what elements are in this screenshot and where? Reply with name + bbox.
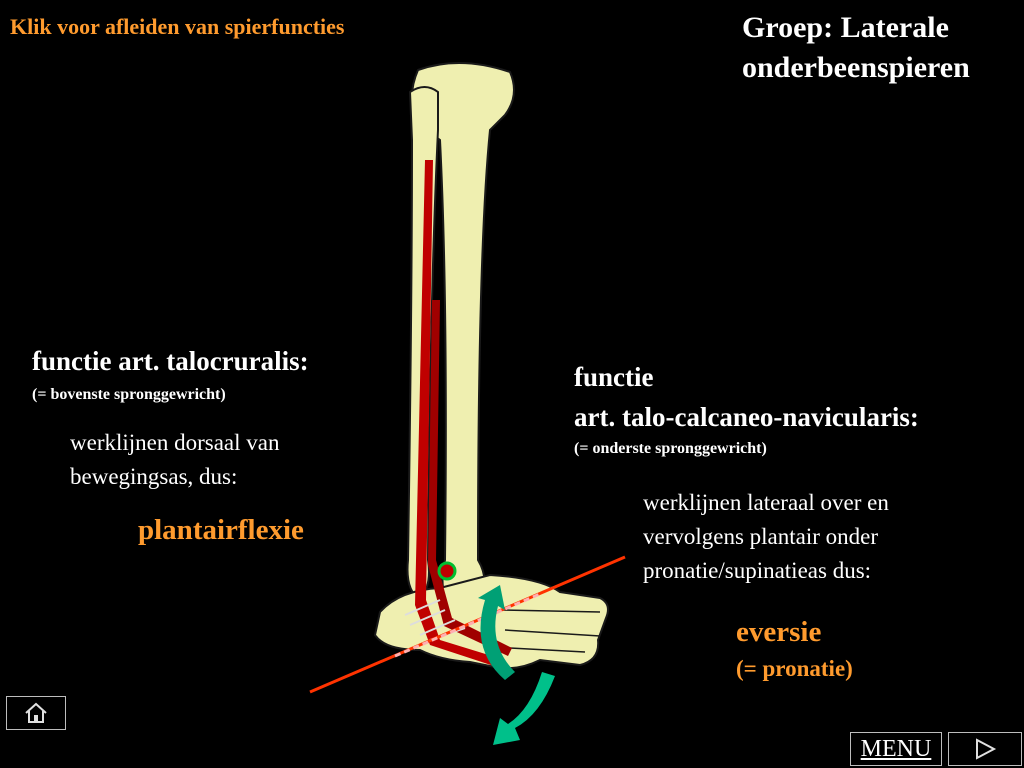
menu-button[interactable]: MENU	[850, 732, 942, 766]
home-icon	[23, 701, 49, 725]
subtalar-result-note: (= pronatie)	[736, 656, 853, 682]
talocrural-explanation: werklijnen dorsaal van bewegingsas, dus:	[70, 426, 360, 494]
subtalar-explanation: werklijnen lateraal over en vervolgens p…	[643, 486, 973, 588]
talocrural-axis-marker	[439, 563, 455, 579]
derive-muscle-functions-link[interactable]: Klik voor afleiden van spierfuncties	[10, 14, 345, 40]
subtalar-function-heading-line2: art. talo-calcaneo-navicularis:	[574, 402, 919, 433]
subtalar-subheading: (= onderste spronggewricht)	[574, 440, 767, 458]
group-title: Groep: Laterale onderbeenspieren	[742, 8, 1022, 88]
next-slide-button[interactable]	[948, 732, 1022, 766]
talocrural-subheading: (= bovenste spronggewricht)	[32, 386, 226, 404]
subtalar-function-heading-line1: functie	[574, 362, 653, 393]
home-button[interactable]	[6, 696, 66, 730]
talocrural-result: plantairflexie	[138, 514, 304, 547]
talocrural-function-heading: functie art. talocruralis:	[32, 346, 309, 377]
rotation-arrow-lower	[493, 672, 555, 745]
play-triangle-icon	[972, 737, 998, 761]
subtalar-result: eversie	[736, 616, 821, 649]
